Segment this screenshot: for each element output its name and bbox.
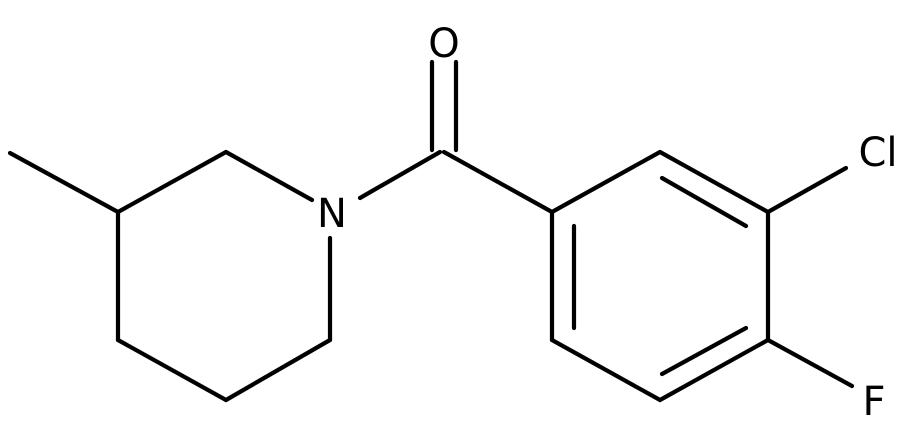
bond-ar4-f xyxy=(765,337,855,389)
bond-ar4-ar5 xyxy=(657,337,771,403)
atom-label-oxygen: O xyxy=(428,21,459,67)
bond-c3-c2 xyxy=(115,149,229,215)
bond-ar4-ar5-inner xyxy=(659,325,749,377)
atom-label-fluorine: F xyxy=(862,379,885,425)
bond-c2-n xyxy=(223,149,315,203)
bond-c6-c5 xyxy=(223,337,333,403)
atom-label-nitrogen: N xyxy=(317,191,347,237)
bond-carbonyl-aryl xyxy=(441,149,555,215)
atom-label-chlorine: Cl xyxy=(858,130,897,176)
bond-c5-c4 xyxy=(115,337,229,403)
bond-ar1-ar2 xyxy=(549,149,663,215)
bond-ar3-cl xyxy=(765,165,849,215)
bond-ar2-ar3 xyxy=(657,149,771,215)
bond-ar5-ar6 xyxy=(549,337,663,403)
bond-ar2-ar3-inner xyxy=(659,175,749,229)
bond-methyl-c3 xyxy=(7,150,121,215)
bond-n-carbonyl xyxy=(357,149,443,201)
